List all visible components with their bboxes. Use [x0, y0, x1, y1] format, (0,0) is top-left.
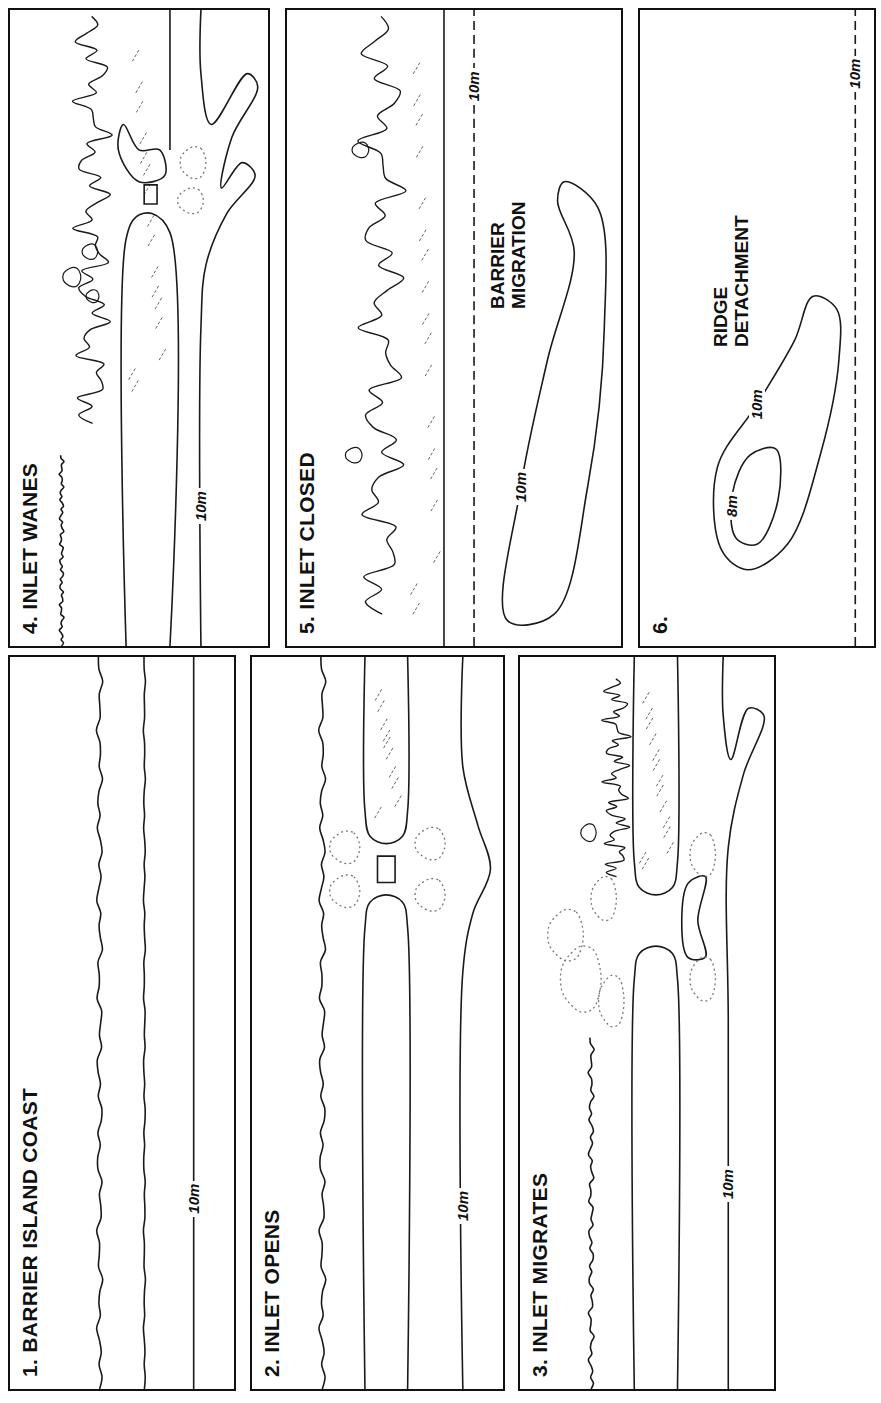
barrier-island: [362, 895, 410, 1389]
swash-bar: [144, 185, 157, 204]
marsh-edge: [602, 679, 631, 877]
barrier-island: [364, 657, 409, 844]
annotation-text: BARRIER MIGRATION: [487, 174, 529, 309]
ebb-shoal: [682, 876, 707, 960]
marsh-edge: [358, 16, 406, 614]
panel-box: 1. BARRIER ISLAND COAST 10m: [8, 655, 236, 1391]
tidal-delta: [560, 946, 601, 1012]
mainland-shore: [96, 657, 102, 1389]
panel-title: 3. INLET MIGRATES: [528, 1173, 552, 1377]
coast-illustration: [10, 657, 234, 1389]
barrier-shore: [169, 10, 171, 150]
marsh-island: [345, 447, 362, 462]
coast-illustration: [252, 657, 503, 1389]
panel-title: 6.: [648, 616, 672, 634]
coast-illustration: [10, 10, 268, 646]
spit-hook: [118, 124, 166, 182]
depth-contour: [723, 657, 765, 1389]
panel-title: 4. INLET WANES: [18, 463, 42, 634]
panel-box: 4. INLET WANES 10m: [8, 8, 270, 648]
barrier-shore: [143, 657, 145, 1389]
tidal-delta: [415, 827, 445, 860]
barrier-island: [633, 657, 679, 895]
depth-contour: [854, 10, 856, 646]
tidal-delta: [690, 833, 715, 877]
depth-label: 10m: [455, 1188, 471, 1224]
tidal-delta: [330, 831, 360, 864]
marsh-edge: [72, 16, 112, 423]
depth-label: 10m: [513, 469, 529, 505]
hatching: [639, 691, 673, 869]
coast-illustration: [640, 10, 874, 646]
tidal-delta: [548, 909, 584, 961]
hatching: [375, 689, 402, 818]
marsh-island: [352, 142, 369, 157]
hatching: [411, 62, 441, 614]
panel-title: 2. INLET OPENS: [260, 1209, 284, 1377]
tidal-delta: [599, 975, 624, 1027]
depth-contour: [460, 657, 491, 1389]
depth-label: 10m: [466, 68, 482, 104]
depth-contour: [473, 10, 475, 646]
barrier-shore: [443, 10, 445, 646]
panel-box: 2. INLET OPENS 10m: [250, 655, 505, 1391]
marsh-island: [86, 290, 99, 303]
hatching: [129, 49, 166, 391]
tidal-delta: [330, 875, 360, 908]
panel-box: 6.10mRIDGE DETACHMENT10m8m: [638, 8, 876, 648]
tidal-delta: [591, 876, 616, 920]
depth-label: 10m: [720, 1166, 736, 1202]
depth-label: 10m: [749, 386, 765, 422]
depth-label: 8m: [724, 492, 740, 520]
mainland-shore: [588, 1038, 594, 1389]
marsh-island: [63, 267, 81, 286]
barrier-island: [632, 946, 680, 1389]
depth-contour: [193, 657, 195, 1389]
swash-bar: [378, 856, 396, 882]
annotation-text: RIDGE DETACHMENT: [710, 212, 752, 347]
depth-label: 10m: [847, 56, 863, 92]
depth-label: 10m: [186, 1181, 202, 1217]
panel-box: 3. INLET MIGRATES 10m: [518, 655, 776, 1391]
marsh-island: [82, 244, 97, 259]
tidal-delta: [178, 188, 204, 214]
coast-illustration: [520, 657, 774, 1389]
barrier-island: [121, 213, 178, 646]
mainland-shore: [59, 455, 64, 646]
tidal-delta: [415, 879, 445, 912]
panel-box: 5. INLET CLOSED10mBARRIER MIGRATION10m: [285, 8, 623, 648]
panel-title: 1. BARRIER ISLAND COAST: [18, 1088, 42, 1377]
mainland-shore: [319, 657, 326, 1389]
tidal-delta: [690, 957, 715, 1001]
tidal-delta: [180, 147, 206, 179]
coast-illustration: [287, 10, 621, 646]
panel-title: 5. INLET CLOSED: [295, 452, 319, 634]
depth-label: 10m: [193, 488, 209, 524]
depth-contour: [200, 10, 258, 646]
marsh-island: [581, 824, 596, 842]
